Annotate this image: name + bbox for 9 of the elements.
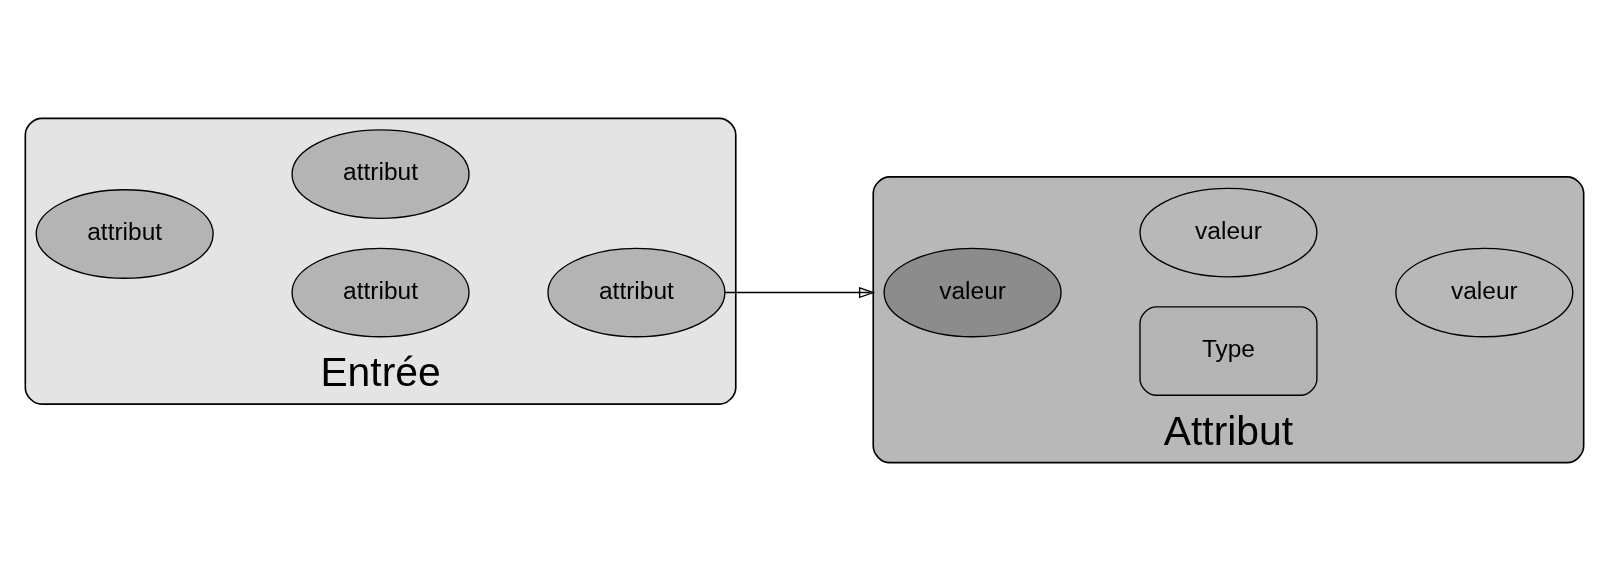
node-ellipse: attribut xyxy=(291,247,470,338)
node-ellipse: attribut xyxy=(291,129,470,220)
node-ellipse: attribut xyxy=(35,189,214,279)
node-box: Type xyxy=(1139,306,1318,396)
node-ellipse: valeur xyxy=(883,247,1062,338)
node-ellipse: attribut xyxy=(547,247,726,338)
arrow xyxy=(724,286,876,299)
node-ellipse: valeur xyxy=(1395,247,1574,338)
node-ellipse: valeur xyxy=(1139,187,1318,278)
